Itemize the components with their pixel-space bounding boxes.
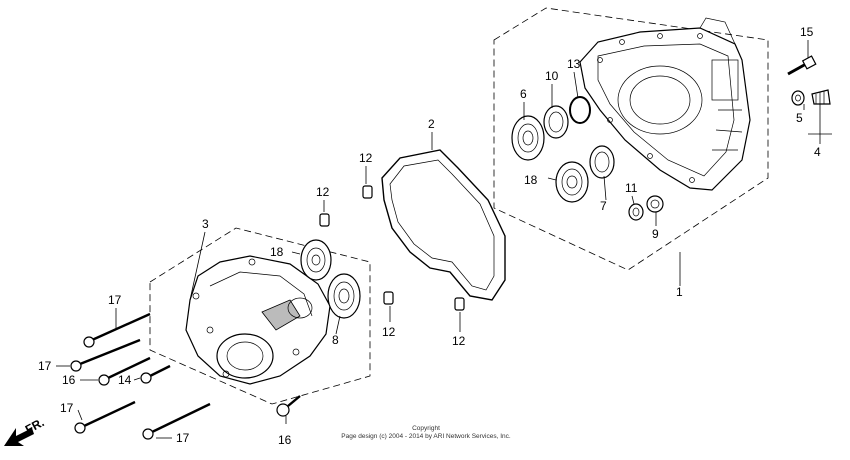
copyright-text: Page design (c) 2004 - 2014 by ARI Netwo…: [341, 433, 511, 440]
bearing-18-right: [555, 161, 589, 203]
side-cover: [185, 255, 331, 385]
callout-17d: 17: [176, 431, 190, 445]
transmission-housing: [579, 17, 751, 191]
copyright-title: Copyright: [412, 425, 440, 432]
callout-4: 4: [814, 145, 821, 159]
callout-15: 15: [800, 25, 814, 39]
callout-7: 7: [600, 199, 607, 213]
callout-12b: 12: [316, 185, 330, 199]
bearing-10: [543, 105, 569, 139]
bearing-6: [511, 115, 545, 161]
bolt-15: [787, 55, 817, 76]
cover-assembly-boundary: [149, 227, 371, 405]
callout-6: 6: [520, 87, 527, 101]
callout-12a: 12: [359, 151, 373, 165]
callout-1: 1: [676, 285, 683, 299]
bearing-18-left: [300, 239, 332, 281]
arrow-icon: [4, 428, 34, 446]
callout-18b: 18: [524, 173, 538, 187]
callout-12d: 12: [452, 334, 466, 348]
bushing-9: [646, 195, 664, 213]
callout-5: 5: [796, 111, 803, 125]
callout-12c: 12: [382, 325, 396, 339]
callout-13: 13: [567, 57, 581, 71]
bearing-8: [327, 273, 361, 319]
callout-2: 2: [428, 117, 435, 131]
drain-plug-4: [811, 89, 831, 105]
callout-17b: 17: [38, 359, 52, 373]
cover-bolts: [70, 312, 301, 440]
seal-11: [628, 203, 644, 221]
gasket: [381, 149, 506, 301]
snap-ring-13: [569, 96, 591, 124]
bearing-7: [589, 145, 615, 179]
dowel-pins: [319, 185, 465, 311]
leader-lines: [56, 40, 832, 439]
callout-3: 3: [202, 217, 209, 231]
callout-16b: 16: [278, 433, 292, 447]
callout-8: 8: [332, 333, 339, 347]
housing-assembly-boundary: [493, 7, 769, 271]
callout-labels: 1 2 3 4 5 6 7 8 9 10 11 12 12 12 12 13 1…: [38, 25, 821, 447]
callout-11: 11: [625, 181, 638, 195]
callout-10: 10: [545, 69, 559, 83]
callout-16a: 16: [62, 373, 76, 387]
callout-9: 9: [652, 227, 659, 241]
callout-17c: 17: [60, 401, 74, 415]
callout-18a: 18: [270, 245, 284, 259]
callout-14: 14: [118, 373, 132, 387]
front-direction-arrow: FR.: [4, 415, 46, 446]
callout-17a: 17: [108, 293, 122, 307]
washer-5: [791, 90, 805, 106]
